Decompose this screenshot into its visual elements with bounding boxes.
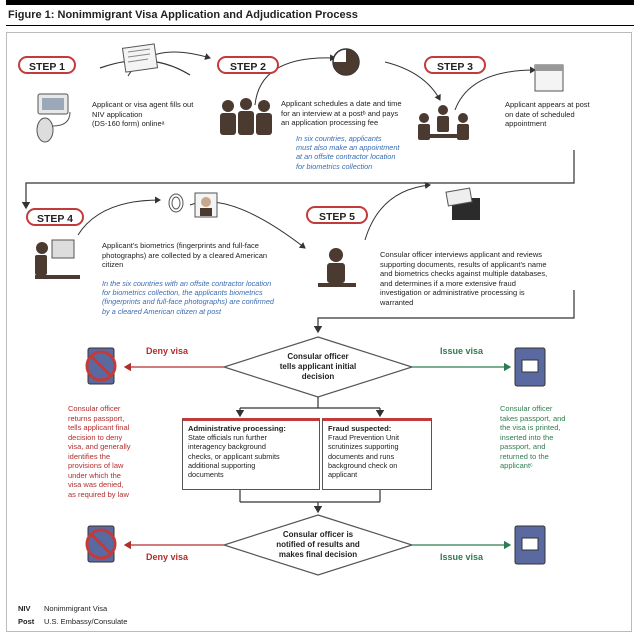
fingerprint-icon bbox=[168, 193, 184, 213]
connector-arc bbox=[454, 66, 536, 111]
title-rule bbox=[6, 25, 634, 26]
connector-arc bbox=[77, 196, 161, 236]
application-form-icon bbox=[121, 43, 159, 73]
legend-key-post: Post bbox=[18, 617, 35, 626]
issue-visa-label-1: Issue visa bbox=[440, 346, 484, 356]
calendar-icon bbox=[534, 64, 564, 92]
step-5-text: Consular officer interviews applicant an… bbox=[380, 250, 548, 307]
step-1-badge: STEP 1 bbox=[18, 56, 76, 74]
connector-line bbox=[21, 150, 575, 210]
legend-value-niv: Nonimmigrant Visa bbox=[44, 604, 108, 613]
step-5-badge: STEP 5 bbox=[306, 206, 368, 224]
deny-visa-label-2: Deny visa bbox=[146, 552, 189, 562]
connector-line bbox=[313, 290, 575, 334]
officer-at-desk-icon bbox=[35, 239, 80, 279]
issued-passport-icon bbox=[514, 347, 546, 387]
group-of-people-icon bbox=[220, 98, 272, 135]
step-4-text: Applicant's biometrics (fingerprints and… bbox=[102, 241, 268, 269]
decision-diamond-2 bbox=[222, 514, 414, 576]
consular-officer-icon bbox=[318, 248, 356, 287]
step-2-badge: STEP 2 bbox=[217, 56, 279, 74]
connector-arc bbox=[364, 182, 431, 241]
diagram-frame bbox=[6, 32, 632, 632]
figure-title: Figure 1: Nonimmigrant Visa Application … bbox=[8, 9, 358, 21]
document-folder-icon bbox=[445, 187, 480, 220]
legend-key-niv: NIV bbox=[18, 604, 31, 613]
computer-mouse-icon bbox=[36, 93, 71, 143]
face-photo-icon bbox=[194, 192, 218, 218]
issue-visa-label-2: Issue visa bbox=[440, 552, 484, 562]
interview-table-icon bbox=[418, 105, 469, 140]
denied-passport-icon bbox=[85, 347, 117, 385]
top-rule bbox=[6, 0, 634, 5]
step-3-badge: STEP 3 bbox=[424, 56, 486, 74]
step-4-note: In the six countries with an offsite con… bbox=[102, 279, 274, 316]
pie-chart-icon bbox=[332, 48, 360, 76]
deny-visa-label-1: Deny visa bbox=[146, 346, 189, 356]
legend-value-post: U.S. Embassy/Consulate bbox=[44, 617, 128, 626]
administrative-processing-box: Administrative processing: State officia… bbox=[182, 418, 320, 490]
issued-passport-icon bbox=[514, 525, 546, 565]
denied-passport-icon bbox=[85, 525, 117, 563]
step-4-badge: STEP 4 bbox=[26, 208, 84, 226]
connector-arc bbox=[384, 61, 441, 101]
